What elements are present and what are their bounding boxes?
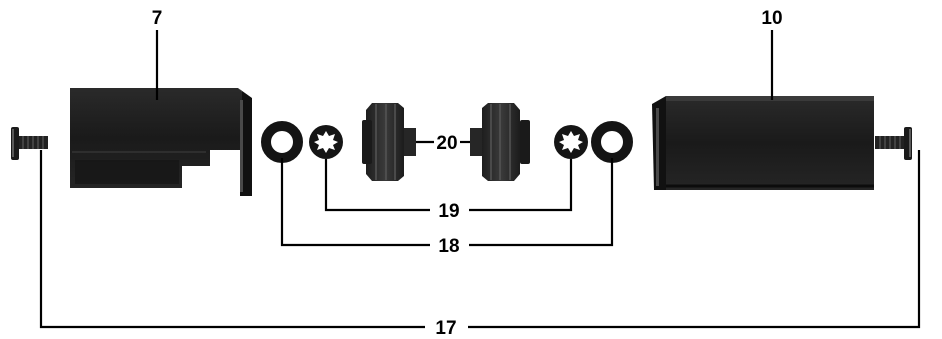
leader-18-right [469, 158, 614, 247]
leader-17-left [39, 150, 425, 329]
leader-17-right [468, 150, 921, 329]
leader-18-left [280, 158, 430, 247]
flat-washer-left [261, 121, 303, 163]
lock-washer-left [309, 125, 343, 159]
knob-right [470, 103, 530, 181]
lock-washer-right [554, 125, 588, 159]
bracket-left [70, 88, 252, 196]
callout-labels: 7 10 20 19 18 17 [152, 8, 783, 339]
callout-20: 20 [436, 133, 457, 154]
screw-left [11, 127, 48, 160]
screw-right [875, 127, 912, 160]
knob-left [362, 103, 416, 181]
callout-18: 18 [438, 236, 459, 257]
bracket-right [652, 96, 874, 190]
leader-lines [39, 30, 921, 329]
callout-19: 19 [438, 201, 459, 222]
leader-19-right [469, 159, 573, 212]
callout-7: 7 [152, 8, 163, 29]
callout-17: 17 [435, 318, 456, 339]
flat-washer-right [591, 121, 633, 163]
callout-10: 10 [761, 8, 782, 29]
leader-19-left [324, 159, 430, 212]
